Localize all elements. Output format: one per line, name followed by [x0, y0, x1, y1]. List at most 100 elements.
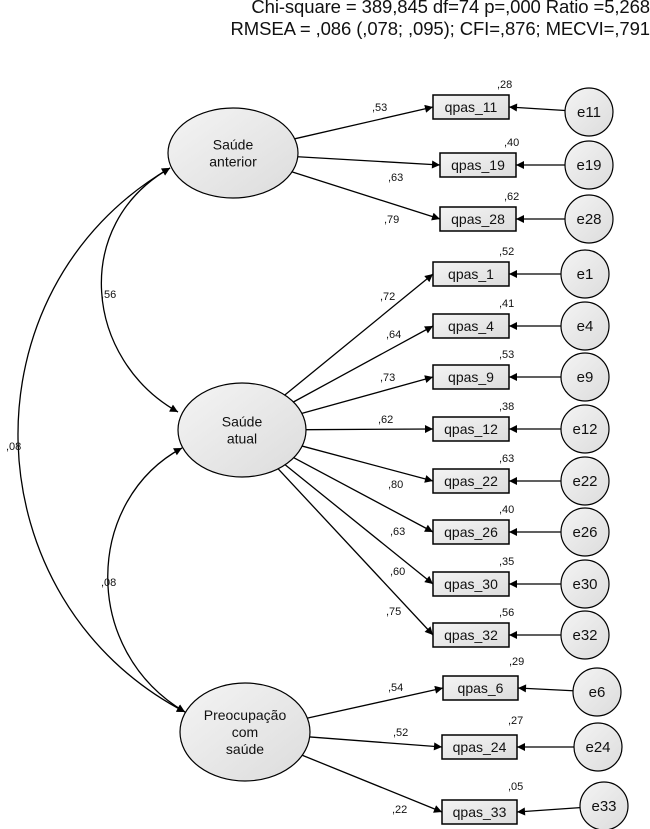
loading-label: ,73 — [380, 372, 395, 384]
loading-label: ,22 — [392, 804, 407, 816]
error-term-circle — [560, 507, 610, 557]
indicator-name: qpas_11 — [445, 99, 498, 115]
indicator-name: qpas_1 — [448, 266, 494, 282]
indicator-name: qpas_32 — [444, 627, 498, 643]
loading-arrow — [309, 736, 443, 751]
loading-label: ,60 — [390, 566, 405, 578]
indicator-name: qpas_12 — [444, 421, 498, 437]
indicator-name: qpas_26 — [444, 524, 498, 540]
loading-label: ,72 — [380, 291, 395, 303]
observed-indicator-box — [442, 675, 519, 701]
loading-arrow — [307, 685, 444, 719]
loading-label: ,63 — [388, 172, 403, 184]
error-term-circle — [564, 140, 614, 190]
loading-label: ,79 — [384, 214, 399, 226]
loading-label: ,64 — [386, 329, 401, 341]
error-term-circle — [560, 404, 610, 454]
error-term-label: e1 — [577, 266, 594, 283]
indicator-name: qpas_30 — [444, 576, 498, 592]
correlation-label-f2-f3: ,08 — [101, 577, 116, 589]
loading-arrow — [294, 104, 434, 140]
latent-factor-label: Saúde — [213, 137, 254, 153]
r-squared-label: ,35 — [499, 556, 514, 568]
observed-indicator-box — [432, 364, 510, 390]
latent-factor-label: Preocupação — [204, 707, 287, 723]
r-squared-label: ,41 — [499, 298, 514, 310]
error-term-label: e19 — [576, 157, 601, 174]
loading-arrow — [291, 171, 441, 221]
error-term-label: e11 — [577, 104, 601, 121]
error-arrow — [516, 807, 581, 816]
error-term-circle — [560, 352, 610, 402]
error-term-label: e33 — [591, 798, 616, 815]
indicator-name: qpas_24 — [453, 739, 507, 755]
loading-label: ,62 — [378, 414, 393, 426]
r-squared-label: ,52 — [499, 246, 514, 258]
indicator-name: qpas_19 — [451, 157, 505, 173]
fit-indices-line-2: RMSEA = ,086 (,078; ,095); CFI=,876; MEC… — [230, 18, 650, 39]
r-squared-label: ,40 — [499, 504, 514, 516]
error-term-label: e9 — [577, 369, 594, 386]
latent-factor-label: saúde — [226, 741, 264, 757]
r-squared-label: ,56 — [499, 607, 514, 619]
latent-factor-f1 — [167, 107, 299, 199]
loading-arrow — [277, 468, 434, 636]
observed-indicator-box — [432, 416, 510, 442]
loading-arrow — [293, 457, 434, 533]
observed-indicator-box — [432, 313, 510, 339]
error-term-circle — [560, 456, 610, 506]
error-term-label: e32 — [572, 627, 597, 644]
indicator-name: qpas_9 — [448, 369, 494, 385]
observed-indicator-box — [441, 734, 518, 760]
error-term-label: e30 — [572, 576, 597, 593]
error-term-circle — [579, 781, 629, 829]
r-squared-label: ,63 — [499, 453, 514, 465]
correlation-arrow-f1-f2 — [100, 167, 179, 413]
error-term-circle — [560, 610, 610, 660]
loading-label: ,53 — [372, 102, 387, 114]
loading-arrow — [305, 425, 434, 434]
correlation-arrow-f1-f3 — [17, 167, 186, 713]
indicator-name: qpas_4 — [448, 318, 494, 334]
latent-factor-label: atual — [227, 431, 257, 447]
latent-factor-label: anterior — [209, 154, 257, 170]
r-squared-label: ,38 — [499, 401, 514, 413]
latent-factor-f3 — [179, 682, 311, 782]
r-squared-label: ,40 — [504, 137, 519, 149]
indicator-name: qpas_6 — [458, 680, 504, 696]
loading-arrow — [301, 445, 434, 483]
loading-label: ,80 — [388, 479, 403, 491]
error-term-label: e24 — [585, 739, 610, 756]
error-term-circle — [564, 87, 614, 137]
error-arrow — [508, 103, 566, 112]
error-term-circle — [560, 559, 610, 609]
latent-factor-label: Saúde — [222, 414, 263, 430]
indicator-name: qpas_28 — [451, 211, 505, 227]
loading-arrow — [301, 754, 443, 813]
error-term-circle — [564, 194, 614, 244]
loading-arrow — [284, 273, 434, 396]
loading-arrow — [293, 325, 434, 403]
r-squared-label: ,28 — [497, 79, 512, 91]
fit-indices-line-1: Chi-square = 389,845 df=74 p=,000 Ratio … — [251, 0, 650, 17]
observed-indicator-box — [439, 206, 517, 232]
error-term-label: e28 — [576, 211, 601, 228]
r-squared-label: ,29 — [509, 656, 524, 668]
error-term-label: e22 — [572, 473, 597, 490]
error-term-circle — [572, 667, 622, 717]
error-term-label: e26 — [572, 524, 597, 541]
correlation-arrow-f2-f3 — [107, 447, 186, 713]
loading-label: ,52 — [393, 727, 408, 739]
r-squared-label: ,62 — [504, 191, 519, 203]
observed-indicator-box — [432, 571, 510, 597]
observed-indicator-box — [432, 94, 510, 120]
error-term-label: e12 — [572, 421, 597, 438]
latent-factor-f2 — [177, 382, 307, 478]
observed-indicator-box — [432, 519, 510, 545]
observed-indicator-box — [432, 261, 510, 287]
correlation-label-f1-f2: ,56 — [101, 289, 116, 301]
latent-factor-label: com — [232, 724, 258, 740]
observed-indicator-box — [432, 468, 510, 494]
correlation-label-f1-f3: ,08 — [6, 441, 21, 453]
